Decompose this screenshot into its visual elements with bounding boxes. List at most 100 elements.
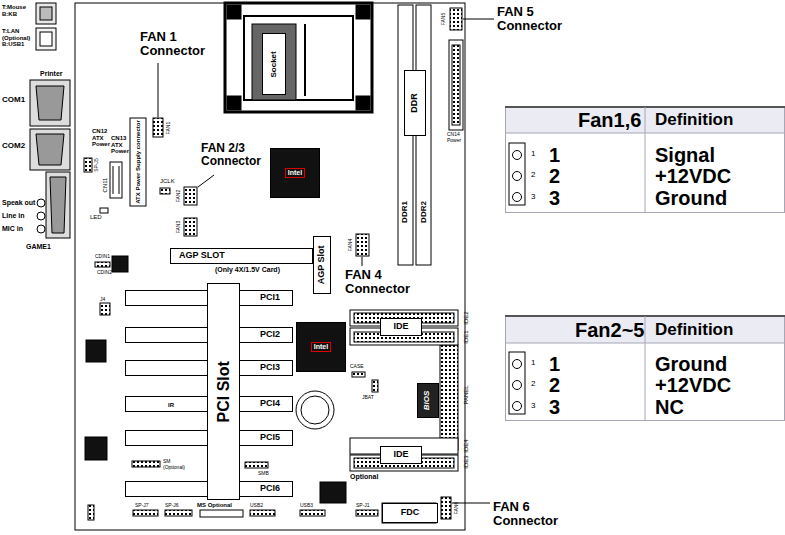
- table-cell: 3: [549, 396, 560, 418]
- power-connector-part: [452, 45, 460, 125]
- jumper-header-part: [250, 510, 275, 516]
- pin-table-part: [645, 316, 646, 420]
- fdc-box: FDC: [382, 503, 438, 523]
- part-label: 2: [531, 171, 535, 180]
- part-label: FAN2: [176, 190, 182, 203]
- part-label: IDE: [393, 322, 408, 332]
- bios-chip: BIOS: [417, 383, 439, 418]
- pin-table: [505, 107, 785, 421]
- battery-part: [296, 391, 334, 429]
- part-label: JCLK: [160, 178, 175, 185]
- part-label: 1: [531, 359, 535, 368]
- jumper-header-part: [88, 505, 94, 520]
- part-label: SP-J1: [356, 503, 370, 509]
- battery: [296, 391, 334, 429]
- table-cell: Signal: [655, 144, 715, 166]
- cpu-socket-part: [356, 96, 370, 110]
- io-connector-part: [46, 172, 70, 238]
- jumper-header-part: [245, 462, 268, 468]
- pin-table-part: [645, 107, 646, 212]
- jumper-header-part: [165, 510, 192, 516]
- part-label: T:Mouse B:KB: [2, 4, 26, 17]
- part-label: FAN6: [454, 502, 460, 515]
- pin-table-part: [506, 317, 785, 421]
- part-label: 2: [531, 380, 535, 389]
- pin-table-part: [513, 402, 522, 411]
- memory-slot: [398, 5, 431, 265]
- cpu-socket-part: [356, 5, 370, 19]
- table-cell: +12VDC: [655, 374, 731, 396]
- jumper-header: [84, 158, 458, 520]
- part-label: USB3: [300, 503, 313, 509]
- part-label: PANEL: [463, 385, 470, 404]
- ide-connector: [350, 310, 458, 523]
- part-label: CDIN1: [95, 254, 110, 260]
- part-label: SP-J7: [135, 503, 149, 509]
- io-connector-part: [40, 32, 52, 46]
- power-connector-part: [110, 162, 122, 198]
- part-label: Intel: [311, 342, 331, 352]
- pin-table-part: [513, 151, 522, 160]
- fan-header-part: [450, 8, 462, 30]
- fan-header-part: [441, 497, 451, 519]
- io-connector-part: [37, 225, 45, 233]
- power-connector-part: [130, 118, 146, 206]
- chip-part: [320, 482, 346, 503]
- cpu-socket-part: [225, 3, 372, 112]
- part-label: Speak out: [2, 199, 35, 207]
- callout-text: FAN 1 Connector: [140, 30, 218, 59]
- pin-table-part: [513, 193, 522, 202]
- io-connector-part: [37, 212, 45, 220]
- part-label: SP-J6: [165, 503, 179, 509]
- fan-header-part: [153, 118, 163, 137]
- table-cell: NC: [655, 396, 684, 418]
- cpu-socket: [225, 3, 372, 112]
- cpu-socket-box: Socket: [262, 33, 286, 95]
- part-label: Printer: [40, 70, 63, 78]
- jumper-header-part: [356, 510, 378, 516]
- leader-line-part: [198, 175, 214, 187]
- jumper-header-part: [100, 208, 108, 213]
- chip-part: [85, 437, 107, 460]
- part-label: FAN1: [166, 122, 172, 135]
- table-cell: Definition: [655, 111, 733, 130]
- jumper-header-part: [352, 372, 365, 377]
- fan-header-part: [184, 218, 197, 236]
- part-label: AGP Slot: [317, 246, 327, 285]
- part-label: PCI2: [260, 330, 280, 340]
- cpu-socket-part: [227, 5, 241, 19]
- chip-part: [86, 340, 106, 362]
- part-label: PCI Slot: [215, 361, 233, 422]
- callout-text: FAN 5 Connector: [497, 5, 575, 34]
- io-connector: [30, 3, 70, 238]
- chip-part: [112, 256, 128, 272]
- part-label: Socket: [270, 51, 279, 77]
- io-connector-part: [36, 28, 56, 50]
- part-label: DDR: [410, 93, 420, 113]
- part-label: SMB: [258, 471, 269, 477]
- part-label: CN13 ATX Power: [111, 135, 129, 155]
- io-connector-part: [40, 7, 52, 20]
- part-label: IDE1: [463, 330, 470, 343]
- part-label: 3: [531, 402, 535, 411]
- pin-table-part: [509, 352, 525, 414]
- part-label: MIC in: [2, 225, 23, 233]
- part-label: J4: [100, 297, 105, 303]
- part-label: PCI4: [260, 399, 280, 409]
- jumper-header-part: [372, 380, 378, 392]
- part-label: IDE2: [463, 311, 470, 324]
- part-label: USB2: [250, 503, 263, 509]
- part-label: IR: [168, 402, 174, 409]
- callout-text: FAN 6 Connector: [493, 500, 571, 529]
- part-label: DDR2: [420, 201, 429, 223]
- part-label: PCI6: [260, 484, 280, 494]
- jumper-header-part: [440, 345, 458, 450]
- part-label: JBAT: [362, 395, 374, 401]
- part-label: PCI5: [260, 433, 280, 443]
- part-label: COM1: [2, 96, 25, 105]
- jumper-header-part: [200, 510, 243, 517]
- part-label: FDC: [401, 508, 420, 518]
- pin-table-part: [513, 172, 522, 181]
- part-label: T:LAN (Optional) B:USB1: [2, 28, 30, 48]
